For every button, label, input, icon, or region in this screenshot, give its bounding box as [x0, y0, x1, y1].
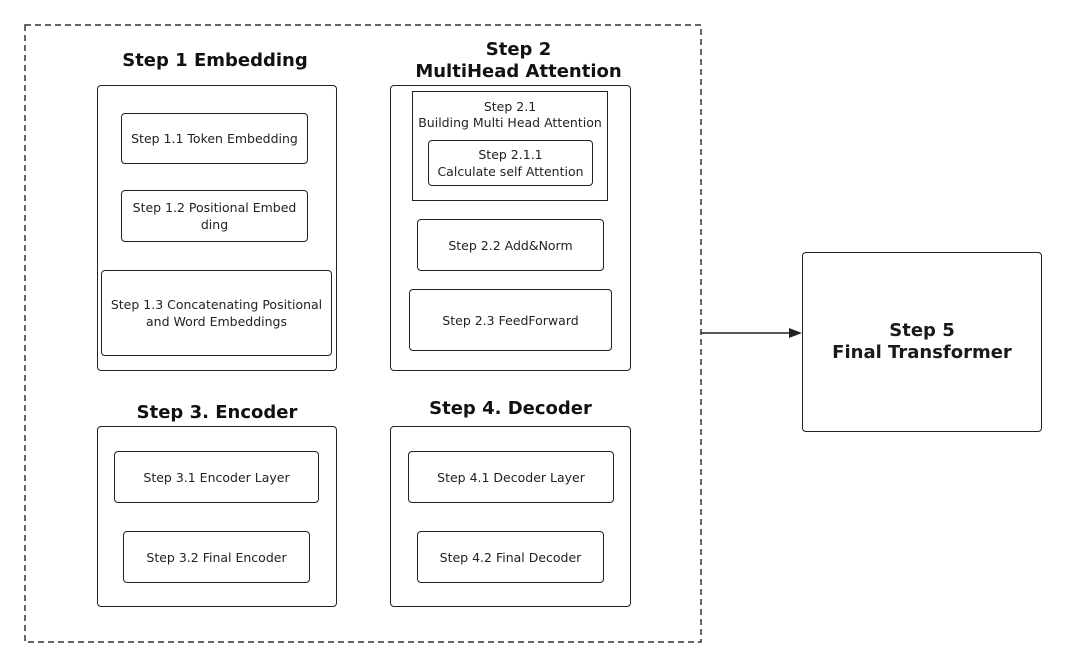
- step2-title: Step 2 MultiHead Attention: [415, 39, 622, 82]
- step5-box[interactable]: Step 5 Final Transformer: [802, 252, 1042, 432]
- step1-item-3-label: Step 1.3 Concatenating Positional and Wo…: [110, 297, 323, 329]
- step3-item-1-label: Step 3.1 Encoder Layer: [143, 469, 290, 485]
- step4-item-2-label: Step 4.2 Final Decoder: [439, 549, 582, 565]
- step1-item-3[interactable]: Step 1.3 Concatenating Positional and Wo…: [101, 270, 332, 356]
- step2-item-2[interactable]: Step 2.2 Add&Norm: [417, 219, 604, 271]
- step1-title: Step 1 Embedding: [122, 50, 308, 71]
- step4-item-1[interactable]: Step 4.1 Decoder Layer: [408, 451, 614, 503]
- step2-item-3[interactable]: Step 2.3 FeedForward: [409, 289, 612, 351]
- step4-item-1-label: Step 4.1 Decoder Layer: [437, 469, 585, 485]
- arrow-head-icon: [789, 328, 802, 338]
- step2-1-1-item[interactable]: Step 2.1.1 Calculate self Attention: [428, 140, 593, 186]
- step2-item-3-label: Step 2.3 FeedForward: [442, 312, 579, 328]
- step4-title: Step 4. Decoder: [429, 398, 592, 419]
- step1-item-2[interactable]: Step 1.2 Positional Embed ding: [121, 190, 308, 242]
- step4-item-2[interactable]: Step 4.2 Final Decoder: [417, 531, 604, 583]
- step3-item-2-label: Step 3.2 Final Encoder: [146, 549, 287, 565]
- step1-item-2-label: Step 1.2 Positional Embed ding: [132, 200, 297, 232]
- step2-item-2-label: Step 2.2 Add&Norm: [448, 237, 573, 253]
- step2-1-title: Step 2.1 Building Multi Head Attention: [418, 99, 602, 130]
- step1-item-1-label: Step 1.1 Token Embedding: [131, 131, 298, 146]
- step3-item-2[interactable]: Step 3.2 Final Encoder: [123, 531, 310, 583]
- step2-1-1-label: Step 2.1.1 Calculate self Attention: [437, 147, 584, 179]
- step5-title: Step 5 Final Transformer: [832, 320, 1012, 363]
- step3-title: Step 3. Encoder: [136, 402, 298, 423]
- step1-item-1[interactable]: Step 1.1 Token Embedding: [121, 113, 308, 164]
- step3-item-1[interactable]: Step 3.1 Encoder Layer: [114, 451, 319, 503]
